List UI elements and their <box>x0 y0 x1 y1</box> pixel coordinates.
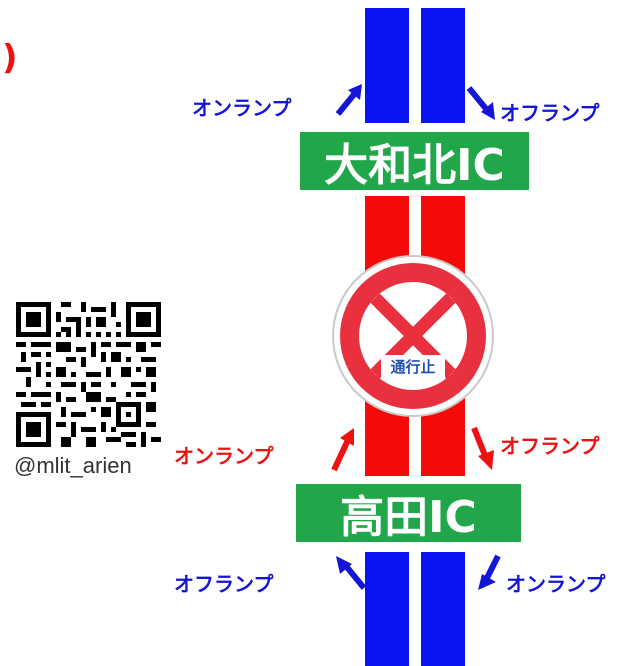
red-bracket-fragment: ) <box>2 38 18 78</box>
middle-right-ramp-label: オフランプ <box>500 434 600 458</box>
road-lane-top-right <box>421 8 465 123</box>
onramp-arrow-middle-left-icon <box>331 428 354 472</box>
onramp-arrow-upper-left-icon <box>335 84 362 116</box>
road-lane-bottom-right <box>421 552 465 666</box>
upper-left-ramp-label: オンランプ <box>192 96 292 120</box>
ic-name-takada: 高田IC <box>340 492 477 543</box>
middle-left-ramp-label: オンランプ <box>174 444 274 468</box>
lower-left-ramp-label: オフランプ <box>174 572 274 596</box>
ic-name-yamatokita: 大和北IC <box>324 140 505 191</box>
road-closed-text: 通行止 <box>390 358 436 376</box>
ic-sign-takada: 高田IC <box>296 484 521 543</box>
lower-right-ramp-label: オンランプ <box>506 572 606 596</box>
road-lane-bottom-left <box>365 552 409 666</box>
onramp-arrow-lower-right-icon <box>478 554 501 590</box>
qr-code-icon[interactable] <box>16 302 161 447</box>
road-closed-sign-icon <box>332 255 494 417</box>
offramp-arrow-lower-left-icon <box>336 556 367 590</box>
offramp-arrow-middle-right-icon <box>471 426 494 470</box>
upper-right-ramp-label: オフランプ <box>500 101 600 125</box>
road-lane-top-left <box>365 8 409 123</box>
social-handle[interactable]: @mlit_arien <box>14 453 132 478</box>
ic-sign-yamatokita: 大和北IC <box>300 132 529 191</box>
offramp-arrow-upper-right-icon <box>466 86 495 120</box>
